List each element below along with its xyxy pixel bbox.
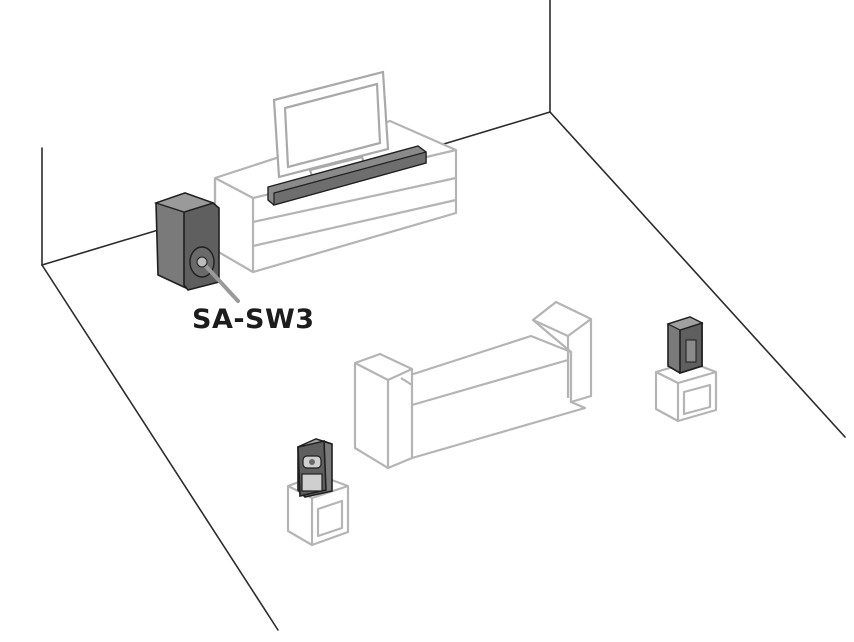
rear-speaker-right	[654, 316, 718, 423]
subwoofer-label: SA-SW3	[192, 304, 315, 335]
rear-speaker-left	[286, 438, 350, 547]
subwoofer	[153, 192, 240, 303]
soundbar	[267, 145, 427, 206]
sofa	[353, 300, 593, 470]
room-outline	[41, 0, 846, 631]
